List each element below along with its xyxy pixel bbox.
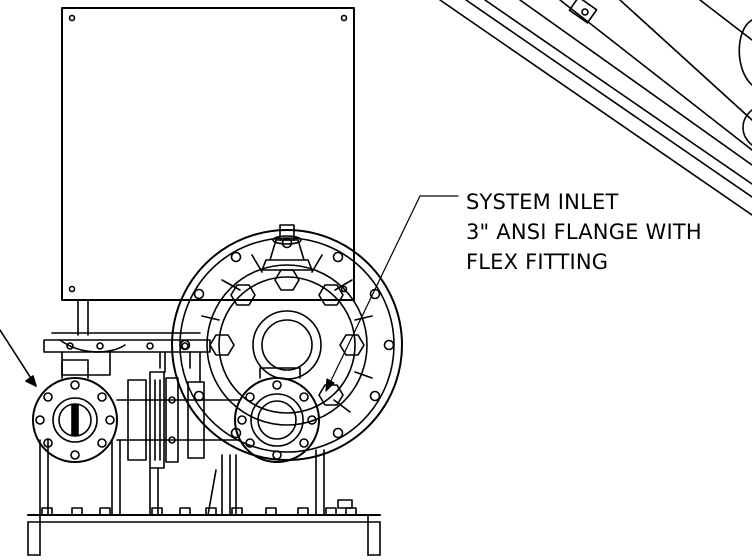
base-skid: [27, 499, 381, 556]
leader-system-inlet: [325, 195, 459, 392]
outlet-flange-right: [234, 367, 320, 463]
control-panel: [61, 7, 355, 336]
outlet-flange-left: [32, 359, 118, 463]
inlet-flange-large: [171, 229, 403, 461]
system-inlet-callout: SYSTEM INLET 3" ANSI FLANGE WITH FLEX FI…: [466, 187, 702, 277]
callout-line-2: 3" ANSI FLANGE WITH: [466, 220, 702, 244]
callout-line-1: SYSTEM INLET: [466, 190, 619, 214]
leader-left: [0, 329, 37, 387]
center-pipe: [116, 351, 241, 469]
inlet-valve-top: [261, 224, 313, 271]
diagonal-housing: [439, 0, 752, 216]
callout-line-3: FLEX FITTING: [466, 250, 609, 274]
upper-manifold: [43, 332, 211, 376]
support-legs: [39, 439, 325, 516]
